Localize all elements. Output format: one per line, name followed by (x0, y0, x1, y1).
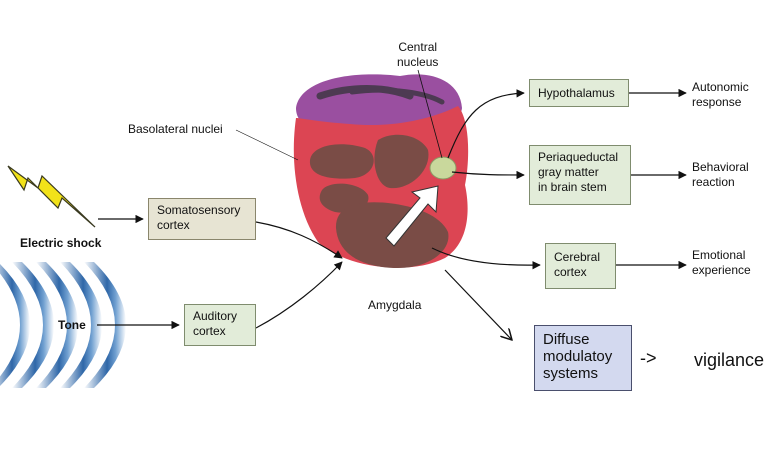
cerebral-cortex-box: Cerebral cortex (545, 243, 616, 289)
behavioral-reaction-label: Behavioral reaction (692, 160, 749, 189)
hypothalamus-box: Hypothalamus (529, 79, 629, 107)
autonomic-response-label: Autonomic response (692, 80, 749, 109)
somatosensory-cortex-box: Somatosensory cortex (148, 198, 256, 240)
central-nucleus-pointer (417, 69, 443, 159)
central-to-periaqueductal-arrow (451, 170, 525, 180)
vigilance-arrow-text: -> (640, 348, 657, 368)
auditory-to-amygdala-arrow (255, 261, 343, 329)
sound-wave-icon (0, 262, 126, 388)
amygdala-label: Amygdala (368, 298, 422, 312)
auditory-cortex-box: Auditory cortex (184, 304, 256, 346)
vigilance-label: vigilance (694, 350, 765, 370)
somatosensory-to-amygdala-arrow (255, 221, 343, 259)
diffuse-modulatory-systems-box: Diffuse modulatoy systems (534, 325, 632, 391)
amygdala-illustration (293, 74, 469, 268)
basolateral-pointer (235, 129, 299, 161)
basolateral-nuclei-label: Basolateral nuclei (128, 122, 223, 136)
emotional-experience-label: Emotional experience (692, 248, 751, 277)
electric-shock-label: Electric shock (20, 236, 102, 250)
periaqueductal-gray-box: Periaqueductal gray matter in brain stem (529, 145, 631, 205)
central-to-hypothalamus-arrow (447, 89, 525, 159)
central-nucleus-label: Central nucleus (397, 40, 439, 69)
amygdala-to-diffuse-arrow (444, 269, 512, 340)
tone-label: Tone (58, 318, 86, 332)
amygdala-to-cerebral-arrow (431, 247, 541, 270)
lightning-bolt-icon (7, 165, 96, 228)
